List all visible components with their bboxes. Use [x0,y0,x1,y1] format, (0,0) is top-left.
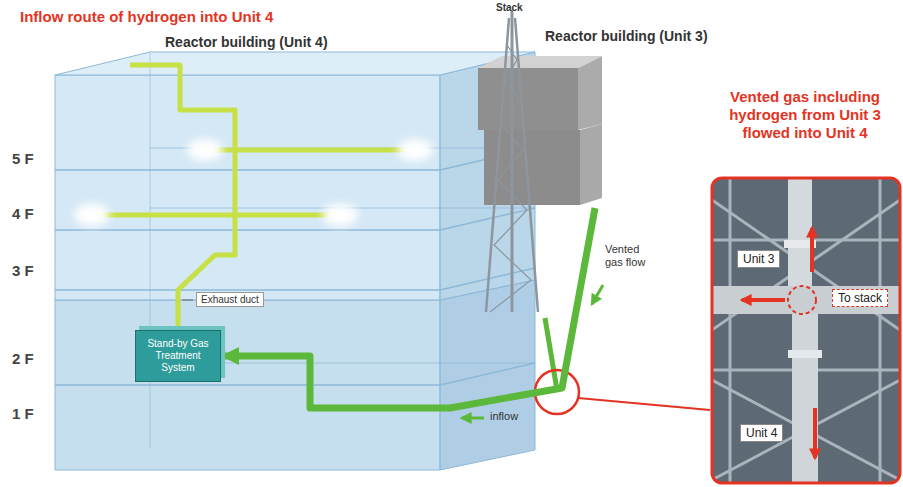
unit4-building [55,52,535,75]
callout-heading: Vented gas including hydrogen from Unit … [712,88,898,142]
junction-photo [810,228,814,272]
hydrogen-cloud [187,139,223,161]
unit3-building [578,56,602,130]
hydrogen-cloud [74,204,110,226]
duct-label: Exhaust duct [196,292,264,307]
stack-tower [486,18,509,312]
floor-label: 5 F [12,150,34,167]
stack-label: Stack [496,2,523,13]
edge-label: Vented gas flow [605,243,660,269]
hydrogen-cloud [322,204,358,226]
flow-arrow [592,285,603,304]
pipe-connector [221,208,595,408]
gas-treatment-box: Stand-by Gas Treatment System [135,330,221,382]
unit4-building [55,363,535,385]
junction-photo [712,178,900,483]
exhaust-duct [90,65,415,330]
floor-label: 1 F [12,405,34,422]
pipe-tag: Unit 4 [740,424,783,442]
stack-pipe [545,318,557,390]
stack-tower [486,10,538,312]
leader-line [182,300,193,301]
box-text: Stand-by Gas Treatment System [136,334,220,378]
reactor-building: Reactor building (Unit 3) [478,26,753,208]
junction-photo [792,314,818,483]
photo-inset: Vented gas including hydrogen from Unit … [708,88,902,485]
reactor-building: Reactor building (Unit 4) Stand-by Gas Tr… [55,30,540,475]
junction-photo [712,178,900,483]
junction-photo [788,178,812,300]
junction-photo [742,298,785,302]
junction-photo [788,286,816,314]
unit3-building [580,124,602,205]
unit3-building [478,68,578,130]
junction-photo [879,178,882,483]
junction-photo [712,286,900,314]
unit4-building [149,52,151,448]
callout-line [578,398,710,410]
unit4-building [55,75,440,300]
hydrogen-cloud [397,139,433,161]
junction-photo [712,178,900,483]
flow-label: inflow [490,410,518,422]
unit4-building [55,148,535,170]
hydrogen-cloud [74,139,433,226]
unit4-building [55,52,535,448]
floor-label: 3 F [12,262,34,279]
photo-frame [712,178,900,483]
junction-photo [788,350,822,358]
exhaust-duct [200,148,415,153]
diagram-title: Inflow route of hydrogen into Unit 4 [20,8,273,25]
junction-photo [729,178,732,483]
pipe-tag: Unit 3 [737,250,780,268]
exhaust-duct [90,213,340,218]
exhaust-duct [130,65,235,330]
floor-label: 2 F [12,350,34,367]
building-heading: Reactor building (Unit 3) [545,28,708,44]
stack-tower [511,10,514,312]
flow-arrow [462,417,484,420]
unit4-building [55,208,535,230]
unit3-building [478,56,602,68]
junction-photo [813,408,817,458]
floor-label: 4 F [12,205,34,222]
unit4-building [55,268,535,290]
pipe-tag: To stack [832,289,888,307]
stack-tower [490,45,531,312]
building-heading: Reactor building (Unit 4) [165,34,328,50]
